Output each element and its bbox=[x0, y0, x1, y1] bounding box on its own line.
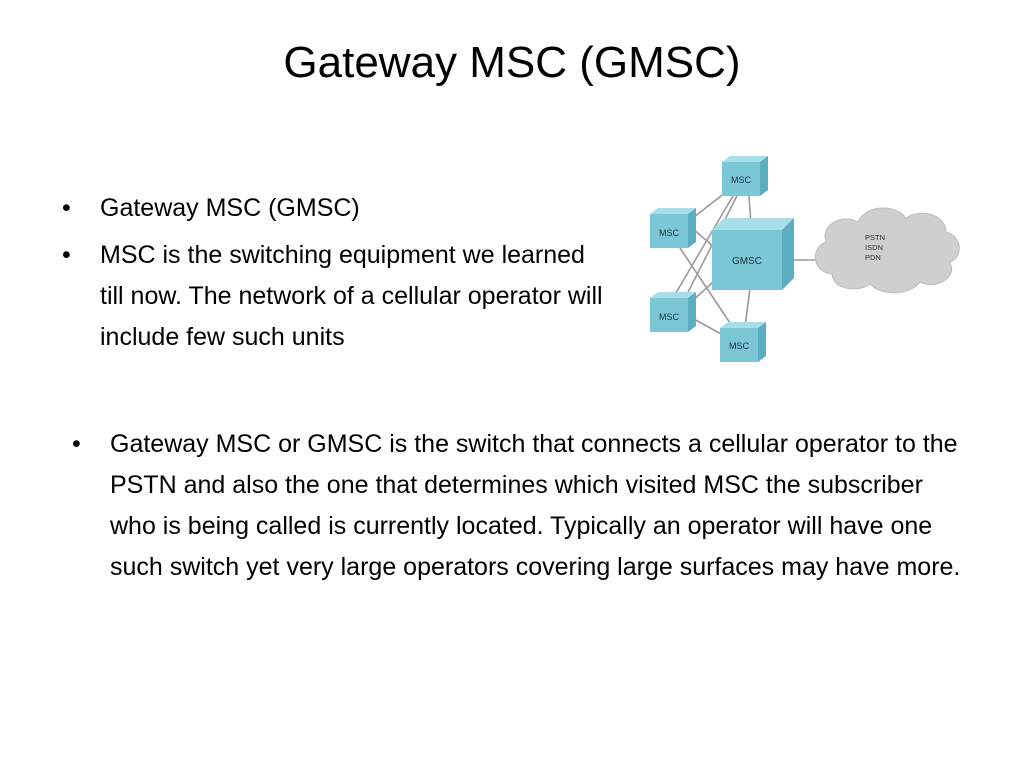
bullet-gmsc-description: Gateway MSC or GMSC is the switch that c… bbox=[72, 424, 970, 588]
bottom-bullet-list: Gateway MSC or GMSC is the switch that c… bbox=[72, 424, 970, 588]
msc-node-left: MSC bbox=[650, 208, 696, 248]
gmsc-node: GMSC bbox=[712, 218, 794, 290]
pstn-cloud: PSTN ISDN PDN bbox=[815, 207, 960, 294]
cloud-label-line-2: ISDN bbox=[865, 243, 883, 252]
msc-bottom-label: MSC bbox=[729, 341, 750, 351]
msc-node-bottom: MSC bbox=[720, 322, 766, 362]
msc-top-label: MSC bbox=[731, 175, 752, 185]
bullet-msc-description: MSC is the switching equipment we learne… bbox=[62, 235, 610, 358]
gmsc-label: GMSC bbox=[732, 256, 762, 267]
top-bullet-list: Gateway MSC (GMSC) MSC is the switching … bbox=[62, 188, 610, 364]
bullet-gateway-msc: Gateway MSC (GMSC) bbox=[62, 188, 610, 229]
cloud-label-line-3: PDN bbox=[865, 253, 881, 262]
cloud-label-line-1: PSTN bbox=[865, 233, 885, 242]
msc-node-top: MSC bbox=[722, 156, 768, 196]
link-msc-lower-left-cross bbox=[669, 183, 741, 304]
msc-lower-left-label: MSC bbox=[659, 312, 680, 322]
msc-left-label: MSC bbox=[659, 228, 680, 238]
msc-node-lower-left: MSC bbox=[650, 292, 696, 332]
slide-title: Gateway MSC (GMSC) bbox=[283, 38, 741, 87]
network-diagram: PSTN ISDN PDN MSC MSC bbox=[640, 148, 970, 370]
